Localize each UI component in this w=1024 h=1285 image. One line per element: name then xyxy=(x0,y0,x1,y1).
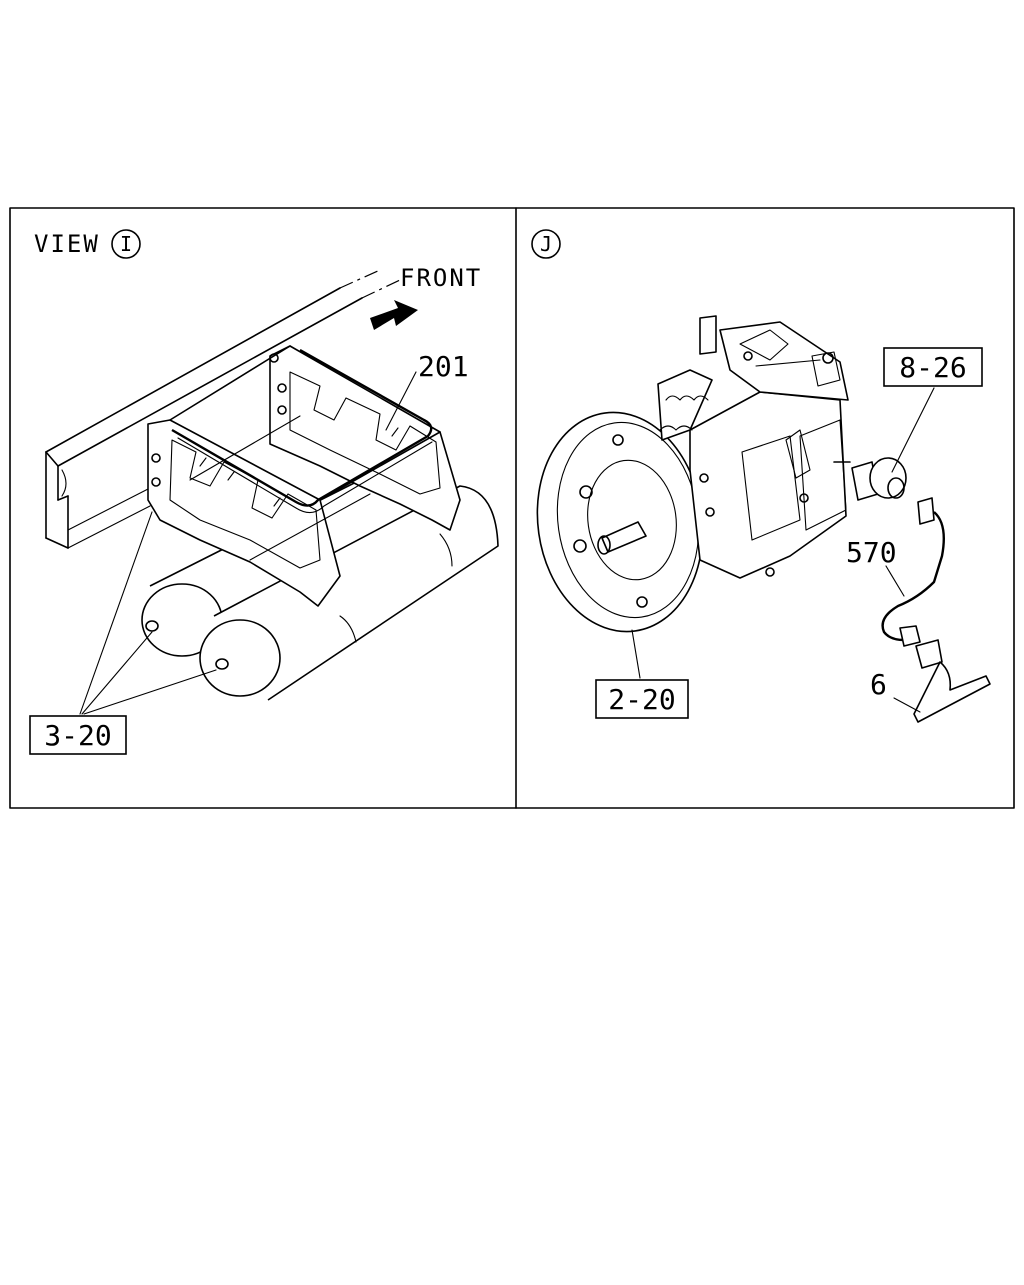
callout-8-26-leader xyxy=(891,387,935,473)
callout-6-leader xyxy=(893,697,921,713)
air-tank-2 xyxy=(199,485,499,701)
panel-view-i: VIEW I FRONT xyxy=(29,229,499,755)
wire-harness xyxy=(881,497,945,669)
harness-clip xyxy=(913,661,991,723)
tank-bracket xyxy=(147,345,461,607)
panel-view-j: J xyxy=(531,229,991,723)
callout-2-20: 2-20 xyxy=(608,683,675,716)
callout-3-20: 3-20 xyxy=(44,719,111,752)
front-label: FRONT xyxy=(400,264,482,292)
callout-570-leader xyxy=(885,565,905,597)
diagram-frame xyxy=(9,207,1015,809)
callout-2-20-leader xyxy=(631,629,641,679)
callout-3-20-leaders xyxy=(79,511,217,715)
callout-3-20-box xyxy=(29,715,127,755)
callout-8-26-box xyxy=(883,347,983,387)
tank-strap xyxy=(171,348,433,514)
view-letter-circle xyxy=(111,229,141,259)
view-letter-j: J xyxy=(540,232,552,256)
view-title-prefix: VIEW xyxy=(34,230,100,258)
front-arrow-icon xyxy=(370,300,418,330)
transmission-bell-housing xyxy=(536,411,704,633)
frame-rail xyxy=(45,269,401,549)
view-letter-circle-j xyxy=(531,229,561,259)
callout-201: 201 xyxy=(418,350,469,383)
callout-6: 6 xyxy=(870,668,887,701)
callout-8-26: 8-26 xyxy=(899,351,966,384)
callout-570: 570 xyxy=(846,536,897,569)
transmission-case xyxy=(657,315,851,579)
view-letter: I xyxy=(120,232,132,256)
callout-201-leader xyxy=(385,371,417,431)
callout-2-20-box xyxy=(595,679,689,719)
speed-sensor xyxy=(851,457,907,501)
